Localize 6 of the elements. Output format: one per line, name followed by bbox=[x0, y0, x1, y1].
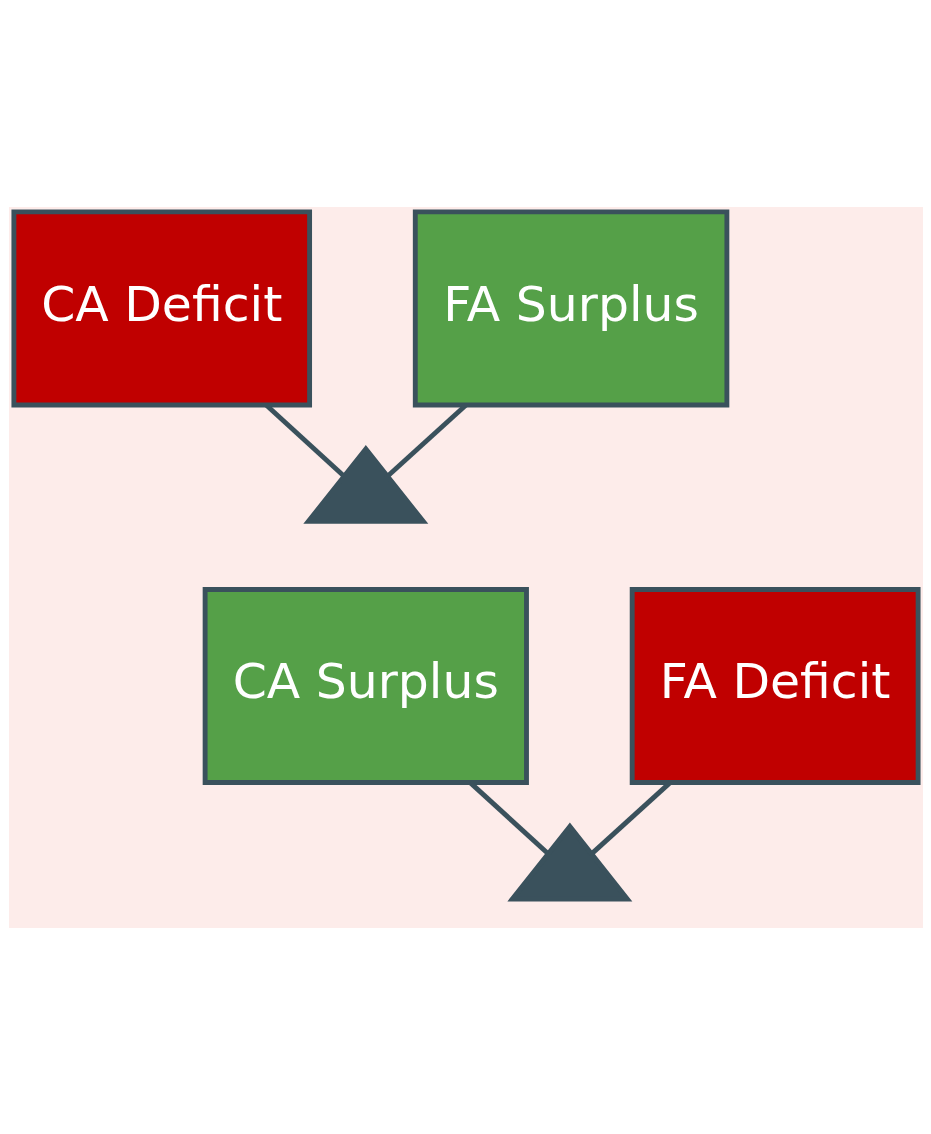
node-triangle bbox=[506, 822, 632, 901]
node-box: CA Deficit bbox=[10, 208, 312, 407]
node-box: FA Surplus bbox=[412, 208, 729, 407]
node-box: FA Deficit bbox=[629, 586, 921, 785]
node-triangle bbox=[302, 444, 428, 524]
node-box: CA Surplus bbox=[202, 586, 529, 785]
